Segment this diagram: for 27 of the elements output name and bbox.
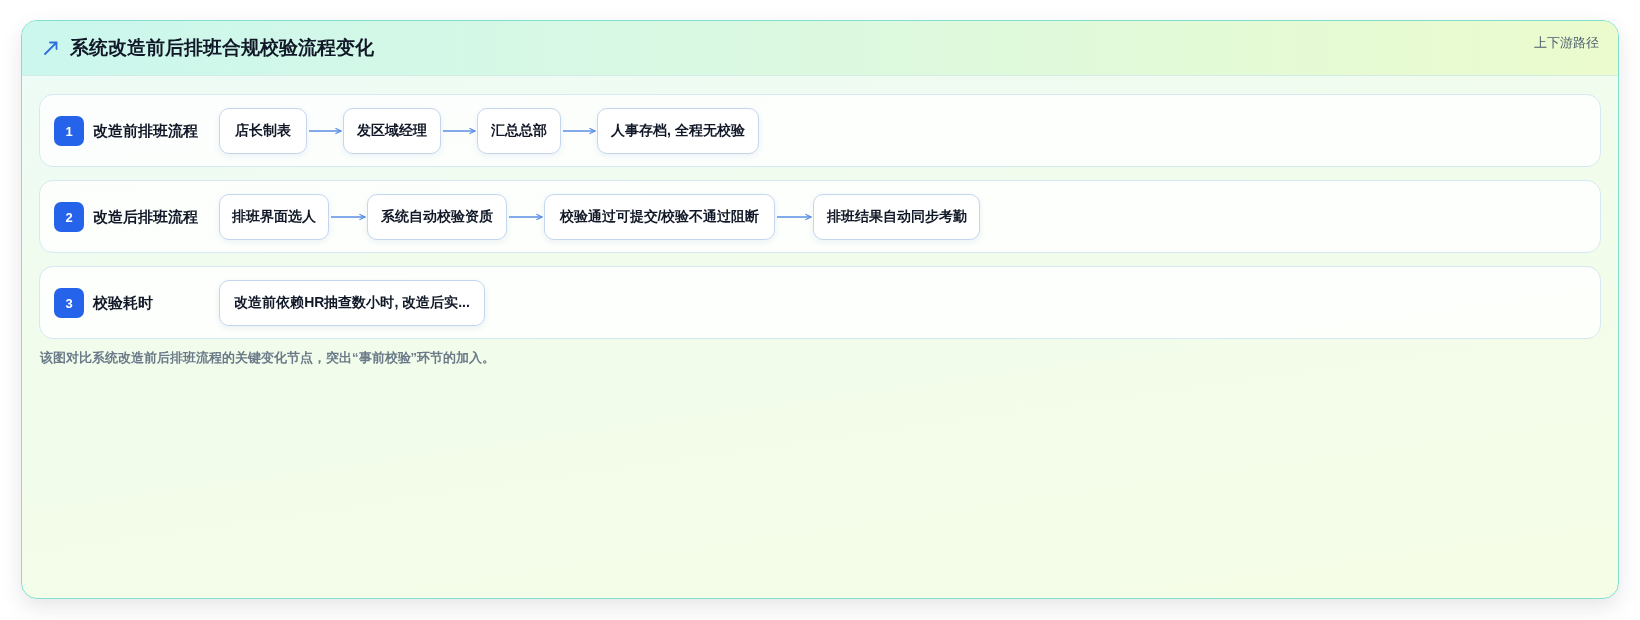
step-box: 排班界面选人 xyxy=(219,194,329,240)
title: 系统改造前后排班合规校验流程变化 xyxy=(70,36,374,60)
arrow xyxy=(508,213,543,221)
row-panel xyxy=(39,94,1601,167)
row-label: 改造前排班流程 xyxy=(93,121,198,141)
row-label: 改造后排班流程 xyxy=(93,207,198,227)
step-box: 校验通过可提交/校验不通过阻断 xyxy=(544,194,775,240)
step-box: 人事存档, 全程无校验 xyxy=(597,108,759,154)
row-panel xyxy=(39,180,1601,253)
number-badge: 1 xyxy=(54,116,84,146)
step-box: 改造前依赖HR抽查数小时, 改造后实... xyxy=(219,280,485,326)
row-panel xyxy=(39,266,1601,339)
arrow xyxy=(330,213,366,221)
step-box: 汇总总部 xyxy=(477,108,561,154)
subtitle: 上下游路径 xyxy=(1534,35,1599,51)
caption: 该图对比系统改造前后排班流程的关键变化节点，突出“事前校验”环节的加入。 xyxy=(40,349,495,367)
step-box: 店长制表 xyxy=(219,108,307,154)
step-box: 发区域经理 xyxy=(343,108,441,154)
step-box: 系统自动校验资质 xyxy=(367,194,507,240)
arrow xyxy=(562,127,596,135)
arrow xyxy=(442,127,476,135)
number-badge: 2 xyxy=(54,202,84,232)
arrow xyxy=(776,213,812,221)
number-badge: 3 xyxy=(54,288,84,318)
step-box: 排班结果自动同步考勤 xyxy=(813,194,980,240)
row-label: 校验耗时 xyxy=(93,293,153,313)
arrow xyxy=(308,127,342,135)
